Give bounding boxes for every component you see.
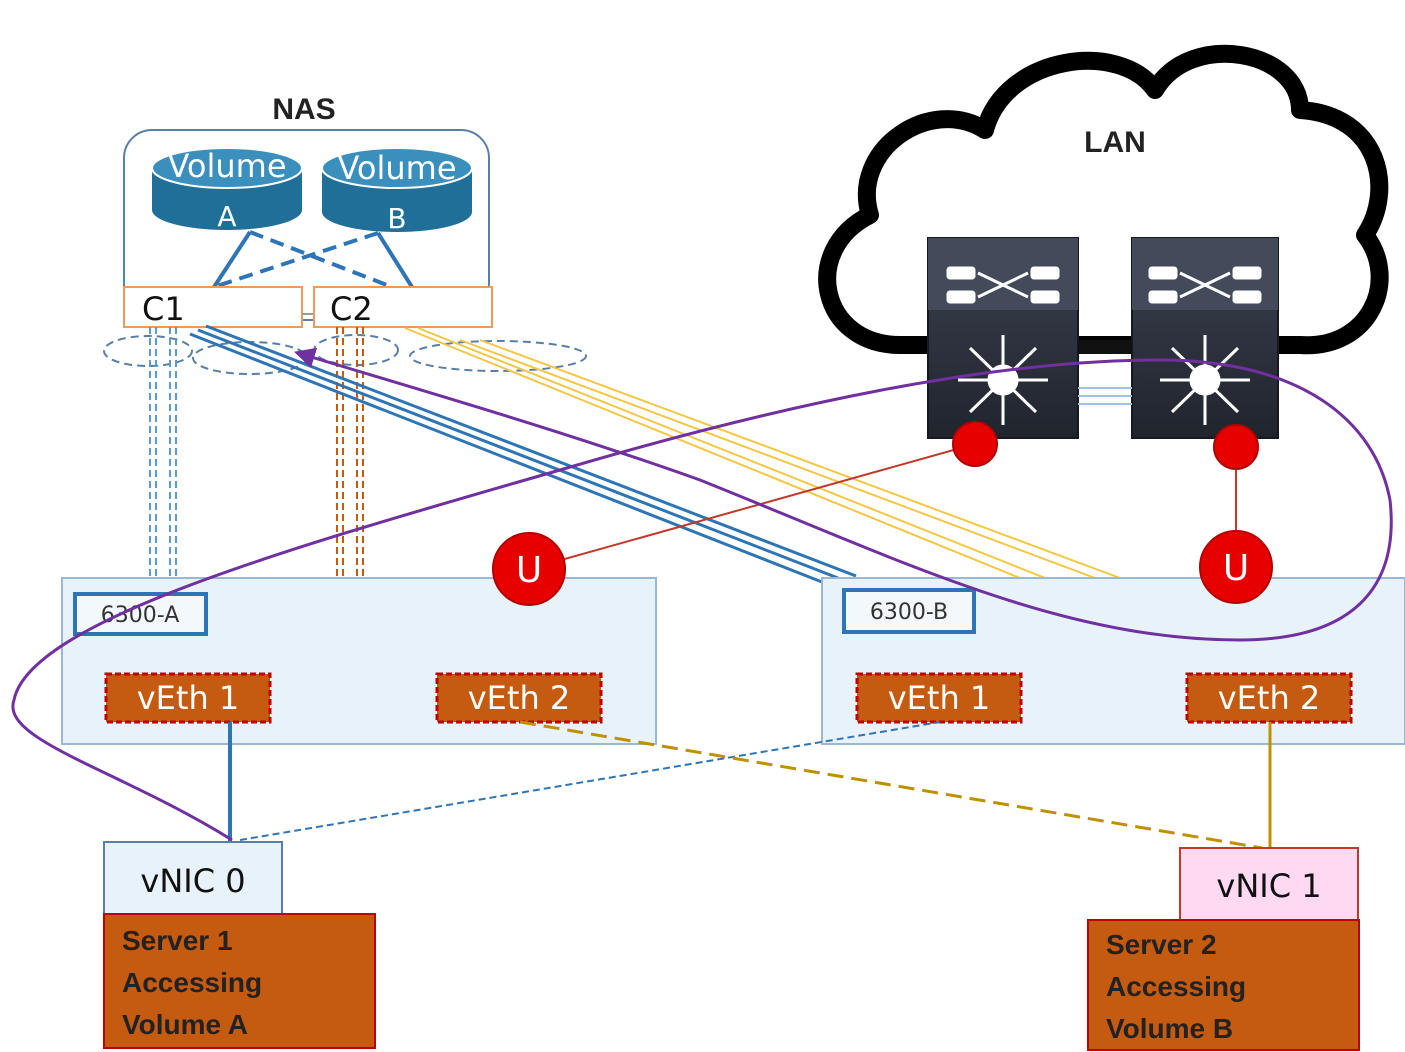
fabric-6300-a: 6300-A vEth 1 vEth 2 [61,577,657,745]
svg-text:Accessing: Accessing [122,967,262,998]
svg-text:Server 1: Server 1 [122,925,233,956]
inter-switch-links [1078,340,1132,405]
volume-controller-links [212,230,414,289]
nas-title: NAS [272,93,335,126]
switch-port-a [952,421,998,467]
lan-switch-a [927,237,1079,439]
uplinks: U U [492,421,1273,606]
lan-title: LAN [1084,126,1146,159]
svg-text:U: U [1223,548,1249,589]
svg-text:vEth 2: vEth 2 [468,679,571,717]
svg-text:vNIC 0: vNIC 0 [140,862,245,900]
svg-text:vNIC 1: vNIC 1 [1216,867,1321,905]
nas-group: NAS Volume A Volume B [123,93,493,328]
svg-text:C2: C2 [330,290,373,328]
switch-icon [946,266,1060,425]
traffic-path [11,347,1393,842]
fabric-b-veth2: vEth 2 [1185,672,1353,724]
svg-text:Server 2: Server 2 [1106,929,1217,960]
storage-volume-icon [321,147,473,232]
server-2: vNIC 1 Server 2 Accessing Volume B [1087,847,1360,1051]
vnic-0 [103,841,283,915]
fabric-a-veth1: vEth 1 [104,672,272,724]
lan-cloud: LAN [818,44,1389,355]
svg-text:Volume A: Volume A [122,1009,248,1040]
c1-to-6300a-links [149,327,177,578]
lan-switch-b [1131,237,1279,439]
svg-text:C1: C1 [142,290,185,328]
uplink-badge-a: U [492,532,566,606]
fabric-a-label: 6300-A [101,603,180,628]
svg-text:vEth 1: vEth 1 [137,679,240,717]
controller-c1: C1 [123,286,303,328]
cloud-icon [818,44,1389,355]
server-1: vNIC 0 Server 1 Accessing Volume A [103,841,376,1049]
svg-text:Accessing: Accessing [1106,971,1246,1002]
svg-text:U: U [516,550,542,591]
switch-icon [1148,266,1262,425]
storage-volume-icon [151,147,303,230]
svg-text:vEth 2: vEth 2 [1218,679,1321,717]
switch-port-b [1213,424,1259,470]
fabric-b-label: 6300-B [870,600,948,625]
fabric-6300-b: 6300-B vEth 1 vEth 2 [821,577,1405,745]
svg-text:A: A [217,200,236,233]
controller-c2: C2 [313,286,493,328]
svg-text:Volume: Volume [337,149,456,187]
fabric-a-veth2: vEth 2 [435,672,603,724]
c2-to-6300b-links [404,327,1121,579]
svg-text:Volume B: Volume B [1106,1013,1233,1044]
svg-text:Volume: Volume [167,147,286,185]
server-links [228,720,1272,850]
volume-a: Volume A [151,147,303,233]
volume-b: Volume B [321,147,473,235]
fabric-b-veth1: vEth 1 [855,672,1023,724]
svg-text:vEth 1: vEth 1 [888,679,991,717]
uplink-badge-b: U [1199,530,1273,604]
svg-text:B: B [387,202,406,235]
